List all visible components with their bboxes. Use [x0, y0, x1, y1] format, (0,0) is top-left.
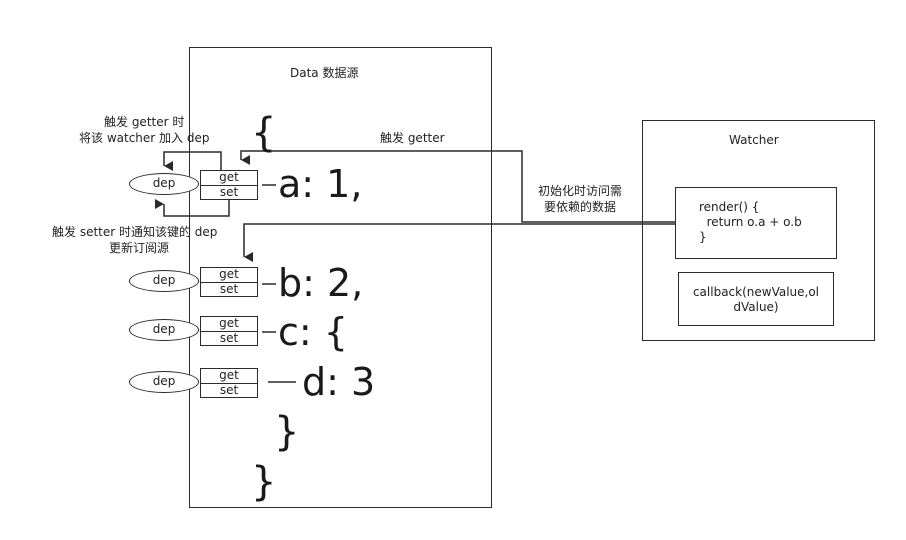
- render-function-box: [675, 187, 837, 259]
- data-source-title: Data 数据源: [290, 66, 359, 80]
- getter-label: get: [201, 268, 257, 283]
- trigger-getter-b-arrow: [243, 223, 675, 262]
- watcher-box: [642, 120, 875, 341]
- setter-label: set: [219, 331, 239, 345]
- dep-node-b: dep: [129, 270, 199, 292]
- init-access-note-line-1: 初始化时访问需: [538, 184, 623, 198]
- getter-label: get: [201, 171, 257, 186]
- callback-line-1: callback(newValue,ol: [692, 285, 820, 299]
- trigger-getter-arrow: [240, 150, 675, 223]
- nested-close-brace: }: [274, 409, 300, 455]
- setter-notify-note-line-2: 更新订阅源: [109, 241, 170, 255]
- setter-label: set: [219, 383, 239, 397]
- setter-to-dep-arrow: [155, 199, 230, 217]
- setter-notify-note-line-1: 触发 setter 时通知该键的 dep: [52, 225, 218, 239]
- callback-box: [678, 272, 834, 326]
- callback-line-2: dValue): [733, 300, 779, 314]
- property-code-a: a: 1,: [278, 162, 363, 206]
- getter-setter-d: get set: [200, 368, 258, 398]
- getter-label: get: [201, 317, 257, 332]
- init-access-note-line-2: 要依赖的数据: [544, 200, 617, 214]
- object-open-brace: {: [251, 110, 277, 156]
- getter-setter-a: get set: [200, 170, 258, 200]
- getter-label: get: [201, 369, 257, 384]
- getter-to-dep-arrow: [163, 151, 222, 171]
- render-function-code: render() { return o.a + o.b }: [699, 200, 802, 244]
- getter-add-note-line-2: 将该 watcher 加入 dep: [79, 131, 210, 145]
- getter-setter-c: get set: [200, 316, 258, 346]
- dep-node-a: dep: [129, 173, 199, 195]
- getter-add-note-line-1: 触发 getter 时: [104, 115, 185, 129]
- dep-node-c: dep: [129, 319, 199, 341]
- setter-label: set: [219, 282, 239, 296]
- setter-label: set: [219, 185, 239, 199]
- trigger-getter-note: 触发 getter: [380, 131, 445, 145]
- property-code-c: c: {: [278, 310, 348, 354]
- watcher-title: Watcher: [729, 133, 779, 147]
- object-close-brace: }: [251, 459, 277, 505]
- property-code-b: b: 2,: [278, 261, 364, 305]
- property-code-d: d: 3: [302, 360, 376, 404]
- getter-setter-b: get set: [200, 267, 258, 297]
- dep-node-d: dep: [129, 371, 199, 393]
